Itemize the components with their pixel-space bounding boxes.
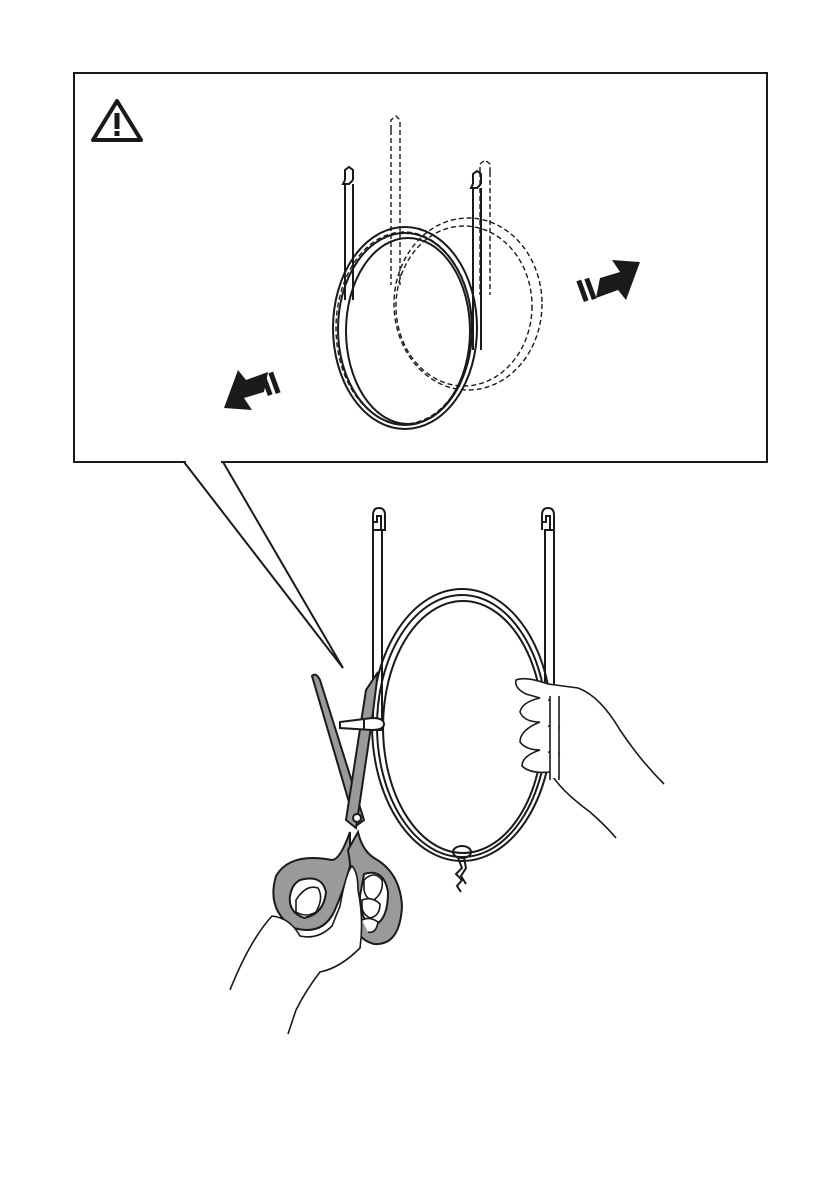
right-hand (516, 679, 664, 838)
callout-frame (74, 73, 767, 462)
cable-tie (340, 718, 384, 730)
coiled-wire (372, 589, 552, 861)
callout-pointer (184, 462, 343, 668)
